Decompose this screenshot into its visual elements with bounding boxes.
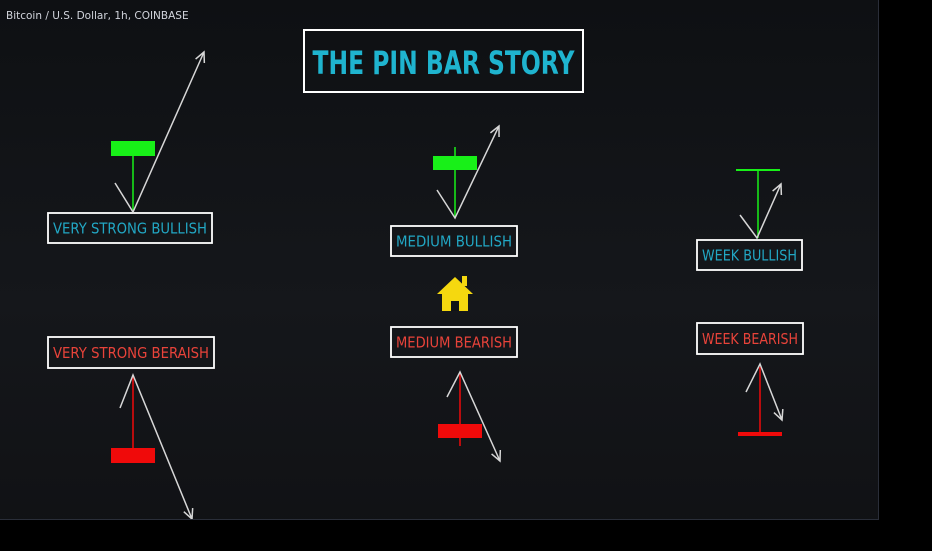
bearish-label-box — [390, 326, 518, 358]
candle-body — [738, 432, 782, 436]
bearish-label-box — [47, 336, 215, 369]
bullish-label-text: VERY STRONG BULLISH — [53, 220, 207, 238]
candle-body — [111, 448, 155, 463]
projection-arrow — [436, 125, 500, 220]
projection-arrowhead — [773, 408, 784, 422]
symbol-title: Bitcoin / U.S. Dollar, 1h, COINBASE — [6, 10, 189, 22]
candle-body — [111, 141, 155, 156]
projection-arrowhead — [772, 182, 783, 196]
projection-arrow — [446, 370, 501, 462]
bearish-label-text: VERY STRONG BERAISH — [53, 344, 209, 362]
projection-arrow — [119, 372, 193, 520]
projection-arrowhead — [489, 124, 500, 138]
bearish-label-text: MEDIUM BEARISH — [396, 334, 512, 352]
bullish-label-box — [47, 212, 213, 244]
axis-corner — [878, 520, 932, 550]
candle-body — [736, 169, 780, 171]
bearish-label-box — [696, 322, 804, 355]
projection-arrow — [114, 51, 205, 214]
price-scale[interactable] — [878, 0, 932, 520]
house-icon — [437, 277, 473, 294]
house-icon-door — [451, 301, 459, 311]
chart-title: THE PIN BAR STORY — [313, 44, 576, 82]
candle-body — [433, 156, 477, 170]
bearish-label-text: WEEK BEARISH — [702, 330, 798, 348]
projection-arrowhead — [195, 50, 206, 64]
time-scale[interactable] — [0, 519, 878, 551]
bullish-label-text: MEDIUM BULLISH — [396, 233, 512, 251]
house-icon-chimney — [462, 276, 467, 286]
projection-arrowhead — [491, 449, 502, 463]
projection-arrow — [739, 183, 782, 240]
bullish-label-box — [390, 225, 518, 257]
bullish-label-box — [696, 239, 803, 271]
candle-body — [438, 424, 482, 438]
title-box — [303, 29, 584, 93]
bullish-label-text: WEEK BULLISH — [702, 247, 797, 265]
projection-arrow — [745, 362, 783, 421]
